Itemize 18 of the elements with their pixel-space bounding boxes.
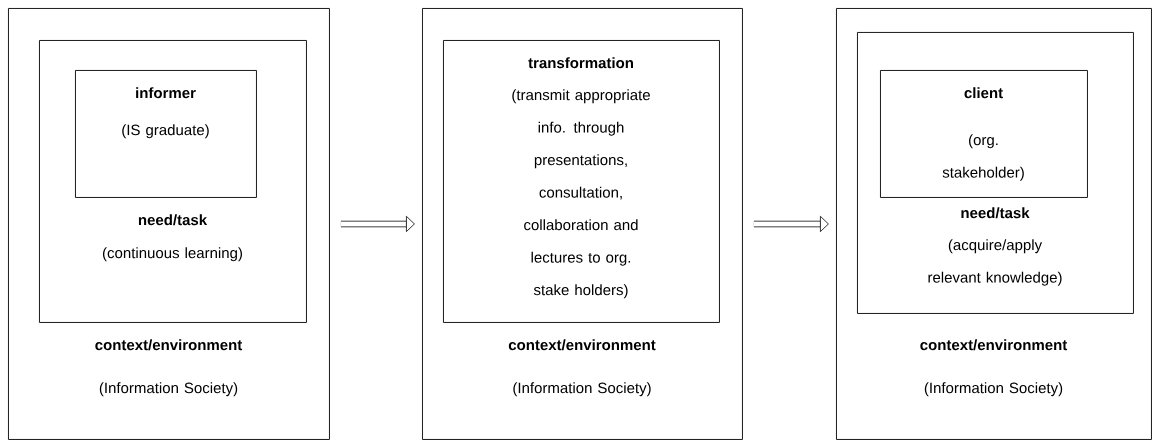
- box-description: (Information Society): [99, 382, 238, 397]
- box-heading: need/task: [961, 207, 1030, 219]
- box-heading: context/environment: [95, 339, 243, 351]
- block-arrow: [340, 215, 415, 232]
- box-description: (Information Society): [513, 382, 651, 397]
- box-description: (acquire/apply relevant knowledge): [928, 239, 1062, 286]
- box-description: (IS graduate): [122, 124, 209, 139]
- box-heading: context/environment: [508, 339, 656, 351]
- box-description: (org. stakeholder): [942, 134, 1024, 181]
- box-heading: context/environment: [920, 339, 1068, 351]
- box-heading: need/task: [138, 214, 208, 226]
- block-arrow: [753, 215, 829, 232]
- box-heading: transformation: [528, 57, 633, 69]
- box-description: (Information Society): [924, 382, 1063, 397]
- box-heading: client: [964, 87, 1003, 99]
- box-heading: informer: [136, 87, 196, 99]
- box-description: (continuous learning): [102, 247, 242, 262]
- box-description: (transmit appropriate info. through presentations, consultation, collaboration and lectures to org. stake holders): [512, 89, 650, 299]
